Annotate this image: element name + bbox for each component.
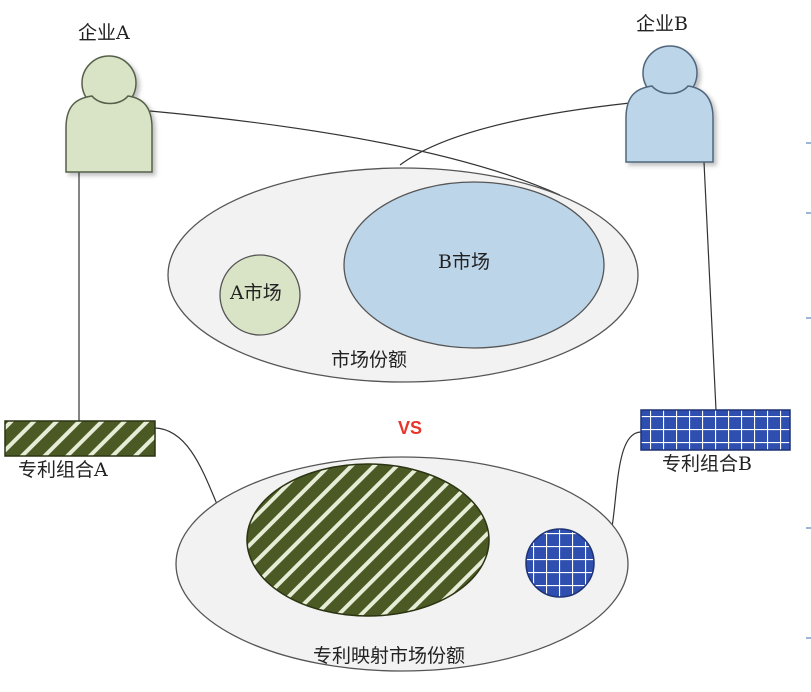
- line-a-to-b-market: [149, 110, 561, 196]
- company-a-icon: [65, 55, 153, 173]
- patent-share-b-circle: [525, 528, 595, 598]
- market-a-label: A市场: [230, 282, 282, 304]
- market-a-circle: [219, 254, 301, 336]
- market-share-label: 市场份额: [331, 349, 408, 371]
- company-b-body: [625, 85, 714, 163]
- company-a-label: 企业A: [78, 22, 130, 44]
- market-share-group: [167, 167, 639, 383]
- market-b-label: B市场: [438, 251, 490, 273]
- portfolio-a-label: 专利组合A: [18, 459, 108, 481]
- market-b-ellipse: [343, 181, 605, 349]
- patent-market-share-group: [175, 456, 629, 672]
- edge-ticks: [806, 142, 811, 639]
- portfolio-a-bar: [4, 420, 156, 457]
- portfolio-b-bar: [640, 409, 791, 451]
- company-b-label: 企业B: [636, 13, 688, 35]
- vs-label: VS: [398, 418, 423, 438]
- line-b-to-portfolio: [703, 161, 717, 411]
- patent-market-share-label: 专利映射市场份额: [313, 645, 466, 667]
- portfolio-b-label: 专利组合B: [662, 453, 752, 475]
- line-b-to-market-share: [399, 102, 631, 166]
- company-b-icon: [625, 45, 714, 163]
- company-a-body: [65, 95, 153, 173]
- patent-share-a-ellipse: [246, 463, 490, 617]
